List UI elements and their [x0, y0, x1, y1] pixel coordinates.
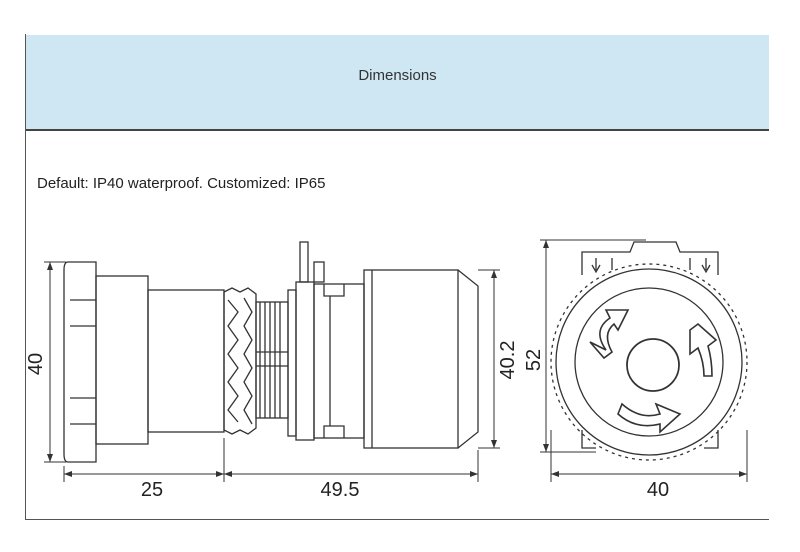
arrow-right	[689, 322, 718, 377]
arrow-left	[589, 309, 630, 360]
mushroom-cap	[63, 261, 97, 463]
contact-block	[313, 269, 479, 449]
thread	[255, 301, 289, 419]
front-view	[550, 241, 748, 461]
mounting-bracket	[581, 241, 719, 275]
figure-frame	[25, 34, 769, 520]
dim-body-height: 40.2	[497, 341, 519, 380]
dim-front-width: 40	[647, 479, 669, 501]
dim-cap-depth: 25	[141, 479, 163, 501]
outer-ring	[550, 263, 748, 461]
stem	[147, 289, 225, 433]
dim-front-height: 52	[523, 349, 545, 371]
flange	[295, 281, 315, 441]
section-title: Dimensions	[358, 67, 437, 84]
center-hole	[626, 338, 680, 392]
arrow-bottom	[617, 402, 682, 434]
mounting-nut	[287, 289, 297, 437]
dim-side-height: 40	[25, 353, 47, 375]
dim-body-depth: 49.5	[321, 479, 360, 501]
section-header: Dimensions	[26, 35, 769, 131]
waterproof-note: Default: IP40 waterproof. Customized: IP…	[37, 175, 326, 192]
cap-collar	[95, 275, 149, 445]
knurled-ring	[223, 287, 257, 435]
side-view	[63, 241, 479, 463]
